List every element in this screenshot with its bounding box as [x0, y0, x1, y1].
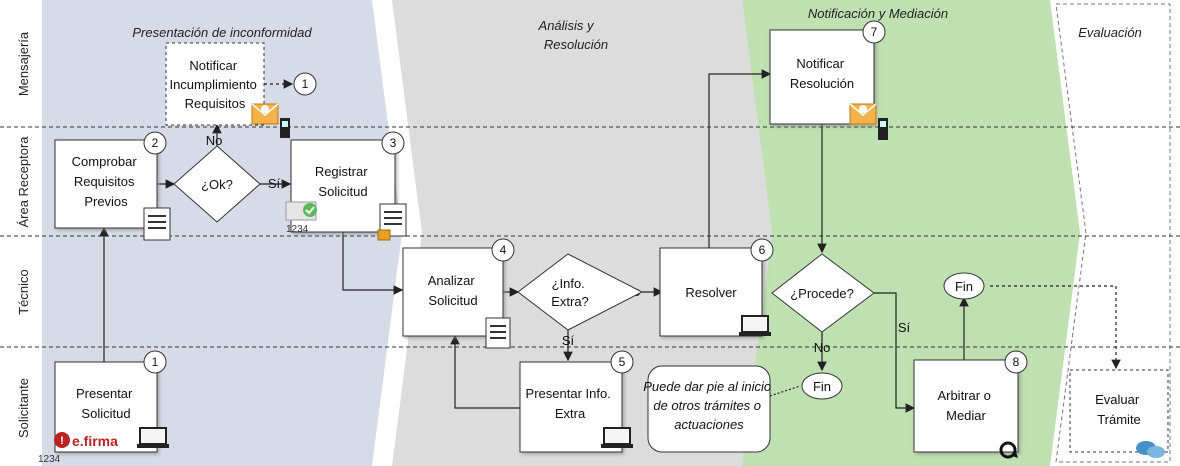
- step-markers: 1 2 3 4 5 6 7 8 1: [143, 20, 1028, 374]
- task-comprobar-requisitos[interactable]: [54, 139, 158, 229]
- task-label: Presentar Solicitud: [76, 386, 136, 421]
- annotation-bubble: [647, 365, 771, 453]
- decision-label: ¿Info. Extra?: [551, 276, 589, 309]
- step-number: 6: [759, 243, 766, 257]
- edge: [872, 292, 916, 413]
- task-label: Evaluar Trámite: [1095, 392, 1143, 427]
- chat-icon: [1136, 441, 1165, 458]
- phone-icon: [280, 118, 290, 138]
- step-number-circle: [491, 238, 515, 262]
- task-label: Presentar Info. Extra: [526, 386, 615, 421]
- decision-procede[interactable]: [771, 253, 875, 333]
- phase-title: Notificación y Mediación: [808, 6, 948, 21]
- code-text: 1234: [38, 454, 61, 465]
- task-label: Resolver: [685, 285, 737, 300]
- step-number: 3: [390, 136, 397, 150]
- step-number-circle: [143, 350, 167, 374]
- edge-label-si: Sí: [562, 333, 575, 348]
- efirma-label: e.firma: [72, 433, 118, 449]
- step-number-circle: [862, 20, 886, 44]
- decision-label: ¿Procede?: [790, 286, 854, 301]
- edge-label-no: No: [206, 133, 223, 148]
- phase-title: Resolución: [544, 37, 608, 52]
- task-evaluar-tramite[interactable]: [1069, 369, 1169, 453]
- lane-label-solicitante: Solicitante: [16, 378, 31, 438]
- step-number: 1: [302, 77, 309, 91]
- task-notificar-incumplimiento[interactable]: [165, 42, 265, 126]
- step-number: 4: [500, 243, 507, 257]
- step-number: 8: [1013, 355, 1020, 369]
- email-icon: [849, 103, 877, 125]
- decision-info-extra[interactable]: [517, 253, 644, 331]
- step-number-circle: [293, 72, 317, 96]
- terminal-label: Fin: [955, 279, 973, 294]
- decision-ok[interactable]: [173, 145, 261, 223]
- step-number-circle: [1004, 350, 1028, 374]
- phase-title: Presentación de inconformidad: [132, 25, 312, 40]
- lane-label-area-receptora: Área Receptora: [16, 136, 31, 228]
- phone-icon: [878, 118, 888, 140]
- edge: [450, 334, 520, 409]
- task-label: Notificar Incumplimiento Requisitos: [169, 58, 260, 111]
- task-arbitrar-mediar[interactable]: [913, 359, 1019, 453]
- edge: [342, 232, 404, 295]
- task-label: Registrar Solicitud: [315, 164, 371, 199]
- lane-label-tecnico: Técnico: [16, 269, 31, 315]
- edge: [708, 69, 772, 248]
- document-icon: [485, 317, 511, 349]
- laptop-icon: [601, 427, 633, 448]
- phase-title: Evaluación: [1078, 25, 1142, 40]
- phase-title: Análisis y: [538, 18, 595, 33]
- annotation-text: Puede dar pie al inicio de otros trámite…: [643, 379, 775, 432]
- edge-label-no: No: [814, 340, 831, 355]
- task-label: Comprobar Requisitos Previos: [72, 154, 141, 209]
- task-label: Notificar Resolución: [790, 56, 854, 91]
- phase1-bg: [42, 0, 402, 466]
- step-number: 5: [619, 355, 626, 369]
- step-number: 1: [152, 355, 159, 369]
- lock-icon: [377, 229, 391, 241]
- decision-label: ¿Ok?: [201, 177, 233, 192]
- email-icon: [251, 103, 279, 125]
- step-number-circle: [381, 131, 405, 155]
- svg-text:!: !: [60, 435, 64, 447]
- annotation-connector: [769, 385, 801, 397]
- task-label: Analizar Solicitud: [428, 273, 479, 308]
- edge-label-si: Sí: [898, 320, 911, 335]
- lane-label-mensajeria: Mensajería: [16, 31, 31, 96]
- document-icon: [143, 207, 171, 241]
- step-number-circle: [143, 131, 167, 155]
- laptop-icon: [739, 315, 771, 336]
- task-label: Arbitrar o Mediar: [937, 388, 994, 423]
- alert-icon: !: [54, 432, 70, 448]
- laptop-icon: [137, 427, 169, 448]
- check-icon: [285, 201, 317, 221]
- terminal-fin[interactable]: [801, 372, 843, 400]
- refresh-icon: [999, 441, 1018, 459]
- code-text: 1234: [286, 224, 309, 235]
- step-number: 2: [152, 136, 159, 150]
- step-number: 7: [871, 25, 878, 39]
- connectors: [99, 69, 1121, 413]
- terminal-label: Fin: [813, 379, 831, 394]
- step-number-circle: [750, 238, 774, 262]
- step-number-circle: [610, 350, 634, 374]
- phase2-bg: [392, 0, 772, 466]
- edge-label-si: Sí: [268, 176, 281, 191]
- terminal-fin[interactable]: [943, 272, 985, 300]
- edge: [990, 285, 1121, 370]
